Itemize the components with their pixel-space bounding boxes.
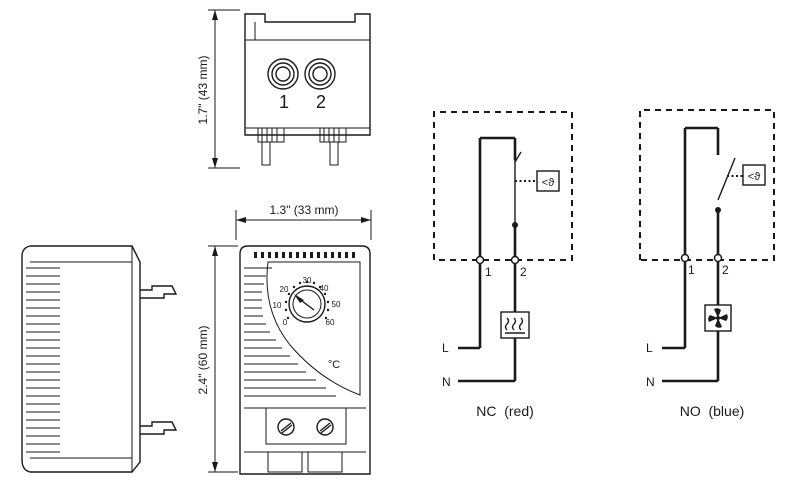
- no-neutral-label: N: [646, 375, 655, 389]
- nc-sensor-box: [536, 170, 560, 192]
- no-terminal-1: [680, 253, 690, 263]
- nc-caption: NC (red): [476, 403, 534, 419]
- dial-ticks: [284, 280, 330, 320]
- top-terminal-1-label: 1: [279, 92, 289, 112]
- nc-terminal-1: [475, 255, 485, 265]
- wiring-no: <ϑ 1 2 L N NO (blue): [639, 109, 775, 419]
- no-sensor-box: [742, 164, 766, 186]
- heater-icon: [500, 311, 530, 339]
- nc-line-label: L: [442, 341, 449, 355]
- dimension-height-small: 1.7" (43 mm): [196, 9, 240, 169]
- front-screw-2: [316, 418, 334, 436]
- no-sensor-label: <ϑ: [748, 171, 760, 183]
- side-vent-slats: [26, 267, 60, 453]
- no-line-label: L: [646, 341, 653, 355]
- top-view: 1 2: [244, 13, 371, 166]
- no-terminal-1-label: 1: [688, 263, 695, 277]
- top-terminal-1: [267, 58, 299, 90]
- top-terminal-2-label: 2: [316, 92, 326, 112]
- nc-terminal-2-label: 2: [520, 265, 527, 279]
- dial-label-40: 40: [320, 284, 329, 293]
- height-small-label: 1.7" (43 mm): [196, 56, 210, 125]
- top-view-connectors: [257, 127, 347, 166]
- front-view: 0 10 20 30 40 50 60 °C: [239, 245, 371, 475]
- nc-neutral-label: N: [442, 375, 451, 389]
- dimension-height-large: 2.4" (60 mm): [196, 245, 238, 473]
- dial-label-60: 60: [326, 318, 335, 327]
- no-terminal-2-label: 2: [722, 263, 729, 277]
- nc-sensor-label: <ϑ: [542, 177, 554, 189]
- front-side-vents: [244, 267, 336, 397]
- nc-terminal-1-label: 1: [485, 265, 492, 279]
- height-large-label: 2.4" (60 mm): [196, 326, 210, 395]
- nc-terminal-2: [510, 255, 520, 265]
- unit-label: °C: [328, 359, 340, 371]
- dial-label-0: 0: [283, 318, 288, 327]
- din-clip-bottom: [140, 421, 178, 435]
- no-terminal-2: [713, 253, 723, 263]
- top-terminal-2: [304, 58, 336, 90]
- no-caption: NO (blue): [680, 403, 745, 419]
- wiring-nc: <ϑ 1 2 L N NC (red): [433, 111, 573, 419]
- front-screw-1: [277, 418, 295, 436]
- dial-label-50: 50: [332, 300, 341, 309]
- side-view: [21, 245, 178, 473]
- dial-label-30: 30: [303, 276, 312, 285]
- temperature-dial[interactable]: [288, 285, 326, 323]
- dimension-width: 1.3" (33 mm): [235, 203, 372, 240]
- width-label: 1.3" (33 mm): [270, 203, 339, 217]
- dial-label-20: 20: [280, 285, 289, 294]
- dial-label-10: 10: [273, 301, 282, 310]
- din-clip-top: [140, 285, 178, 299]
- front-top-vents: [254, 252, 355, 258]
